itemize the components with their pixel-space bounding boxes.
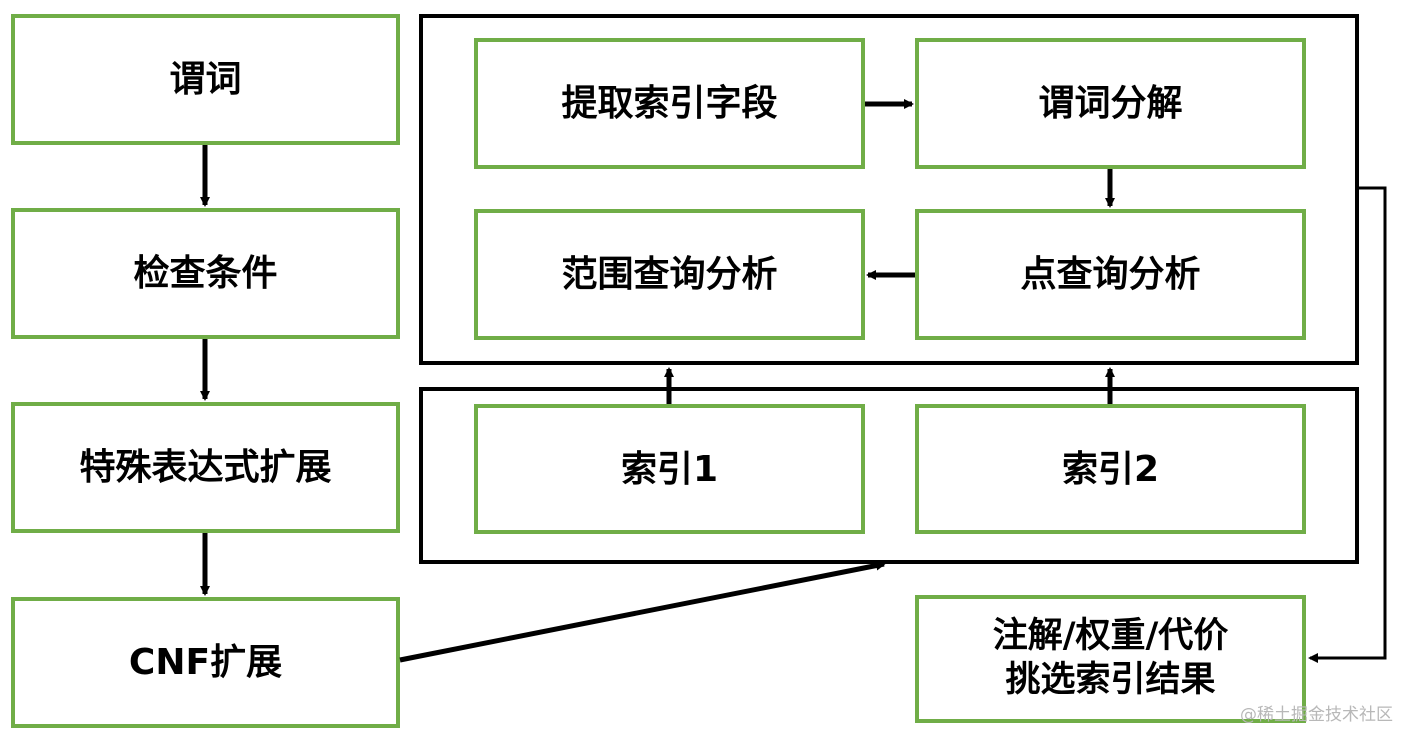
cnf-expansion-label: CNF扩展 <box>128 642 283 683</box>
range-query-analysis-label: 范围查询分析 <box>561 254 778 295</box>
result-line1: 注解/权重/代价 <box>992 616 1229 657</box>
point-query-analysis-node: 点查询分析 <box>915 209 1306 340</box>
analysis-group <box>419 14 1359 365</box>
watermark: @稀土掘金技术社区 <box>1240 705 1393 725</box>
check-conditions-node: 检查条件 <box>11 208 400 339</box>
range-query-analysis-node: 范围查询分析 <box>474 209 865 340</box>
result-text: 注解/权重/代价 挑选索引结果 <box>993 615 1229 703</box>
predicate-label: 谓词 <box>169 59 242 100</box>
special-expression-expansion-node: 特殊表达式扩展 <box>11 402 400 533</box>
special-expression-expansion-label: 特殊表达式扩展 <box>79 447 332 488</box>
arrow-cnf-to-index-group <box>399 560 886 663</box>
index2-label: 索引2 <box>1061 448 1160 490</box>
arrow-analysis-to-result <box>1308 186 1387 663</box>
index1-label: 索引1 <box>620 448 719 490</box>
predicate-decomposition-node: 谓词分解 <box>915 38 1306 169</box>
index2-node: 索引2 <box>915 404 1306 534</box>
point-query-analysis-label: 点查询分析 <box>1020 254 1201 295</box>
result-line2: 挑选索引结果 <box>1005 660 1216 700</box>
extract-index-fields-node: 提取索引字段 <box>474 38 865 169</box>
predicate-decomposition-label: 谓词分解 <box>1038 83 1183 124</box>
cnf-expansion-node: CNF扩展 <box>11 597 400 728</box>
index-group <box>419 387 1359 564</box>
check-conditions-label: 检查条件 <box>133 253 278 294</box>
index1-node: 索引1 <box>474 404 865 534</box>
predicate-node: 谓词 <box>11 14 400 145</box>
extract-index-fields-label: 提取索引字段 <box>561 83 778 124</box>
result-node: 注解/权重/代价 挑选索引结果 <box>915 595 1306 723</box>
